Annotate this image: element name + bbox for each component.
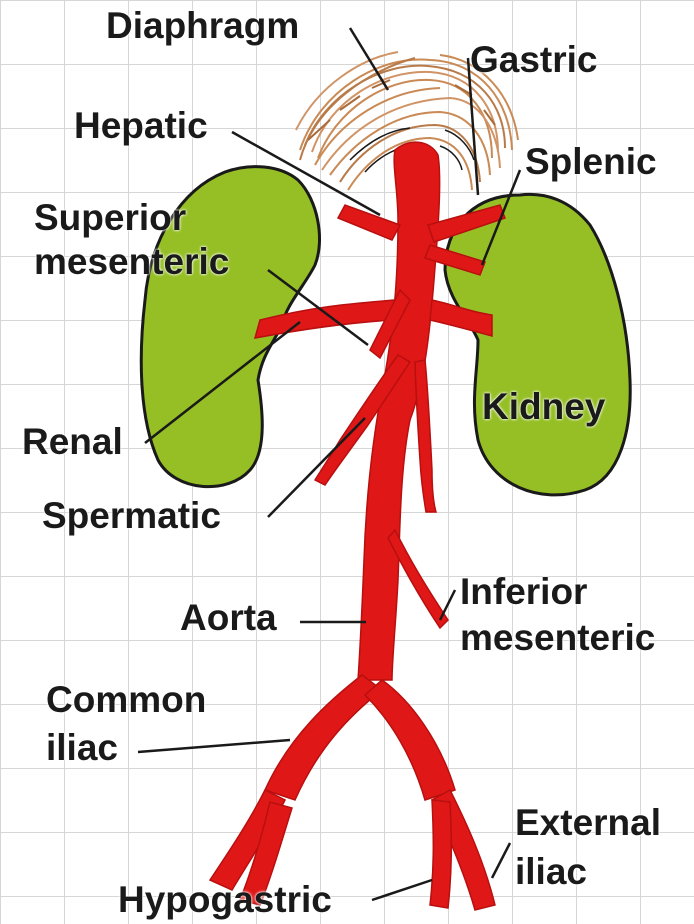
label-aorta: Aorta: [180, 598, 277, 638]
label-hypogastric: Hypogastric: [118, 880, 332, 920]
label-diaphragm: Diaphragm: [106, 6, 299, 46]
label-external-iliac-line1: External: [515, 803, 661, 843]
label-renal: Renal: [22, 422, 123, 462]
label-external-iliac-line2: iliac: [515, 852, 587, 892]
label-inferior-mesenteric-line1: Inferior: [460, 572, 587, 612]
label-superior-mesenteric-line2: mesenteric: [34, 242, 229, 282]
label-superior-mesenteric-line1: Superior: [34, 198, 186, 238]
label-splenic: Splenic: [525, 142, 657, 182]
label-spermatic: Spermatic: [42, 496, 221, 536]
label-hepatic: Hepatic: [74, 106, 208, 146]
label-gastric: Gastric: [470, 40, 598, 80]
right-kidney-shape: [445, 194, 630, 495]
label-kidney: Kidney: [482, 387, 605, 427]
label-common-iliac-line1: Common: [46, 680, 206, 720]
label-inferior-mesenteric-line2: mesenteric: [460, 618, 655, 658]
label-common-iliac-line2: iliac: [46, 728, 118, 768]
